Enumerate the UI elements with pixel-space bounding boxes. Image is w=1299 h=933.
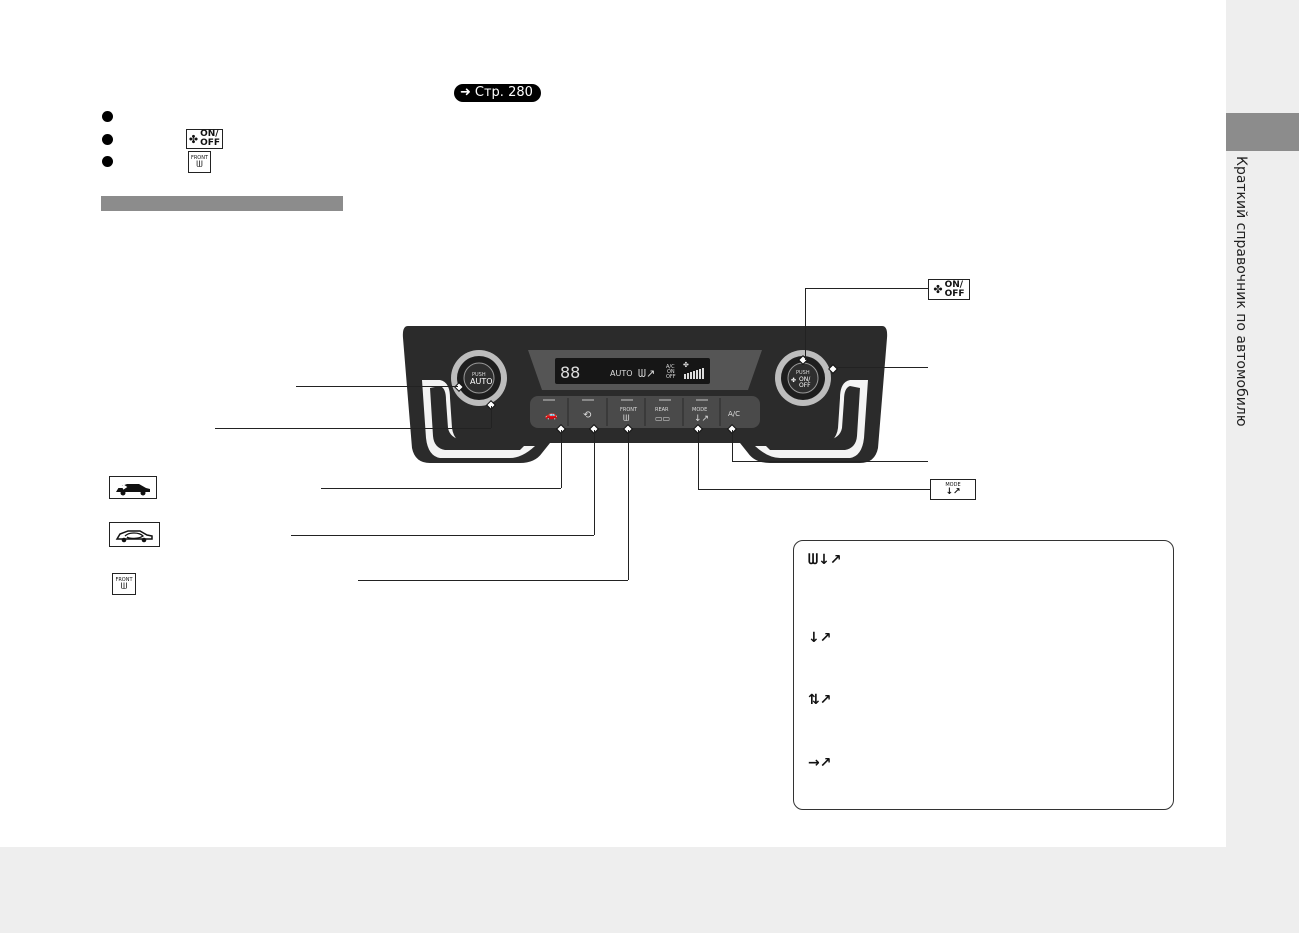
recirculation-icon	[109, 522, 160, 547]
display-ac: A/C	[666, 364, 675, 370]
mode-button-label: MODE	[692, 407, 707, 413]
display-auto: AUTO	[610, 369, 633, 378]
right-knob-off: OFF	[799, 382, 811, 389]
defrost-floor-mode-icon: ᗯ↓↗	[808, 552, 842, 568]
callout-line	[805, 288, 928, 289]
rear-button-label: REAR	[655, 407, 669, 413]
fan-on-off-icon: ✤ ON/OFF	[928, 279, 970, 300]
display-ac-off: OFF	[666, 374, 676, 380]
callout-line	[594, 430, 595, 535]
svg-text:↓↗: ↓↗	[694, 414, 709, 424]
climate-control-panel: 88 AUTO ᗯ↗ A/C ON OFF ✤ 🚗 ⟲ FRONT ᗯ REAR…	[402, 326, 888, 463]
page-reference-link[interactable]: ➜ Стр. 280	[454, 84, 541, 102]
callout-line	[296, 386, 458, 387]
airflow-modes-box	[793, 540, 1174, 810]
svg-text:✤: ✤	[683, 361, 689, 369]
callout-line	[732, 430, 733, 461]
display-digits: 88	[560, 363, 580, 382]
on-label: ON/	[944, 279, 964, 290]
ac-button-label: A/C	[728, 410, 740, 418]
fresh-air-icon	[109, 476, 157, 499]
front-label: FRONT	[190, 154, 209, 161]
right-knob-on: ON/	[799, 376, 811, 383]
svg-text:⟲: ⟲	[583, 410, 592, 421]
callout-line	[805, 288, 806, 360]
svg-text:✤: ✤	[791, 377, 796, 384]
arrow-right-icon: ➜	[460, 85, 471, 100]
callout-line	[215, 428, 491, 429]
callout-line	[358, 580, 628, 581]
left-knob-auto: AUTO	[470, 377, 493, 386]
callout-line	[732, 461, 928, 462]
page-reference-label: Стр. 280	[474, 85, 533, 100]
off-label: OFF	[944, 288, 965, 299]
panel-mode-icon: →↗	[808, 755, 832, 771]
side-tab-title: Краткий справочник по автомобилю	[1233, 156, 1249, 427]
callout-line	[628, 430, 629, 580]
front-label: FRONT	[115, 576, 133, 583]
on-label: ON/	[200, 129, 219, 139]
callout-line	[561, 430, 562, 488]
svg-text:▭▭: ▭▭	[655, 414, 670, 423]
bilevel-mode-icon: ⇅↗	[808, 692, 832, 708]
callout-line	[491, 406, 492, 428]
callout-line	[321, 488, 561, 489]
svg-text:ᗯ: ᗯ	[623, 414, 630, 424]
footer-band	[0, 847, 1299, 933]
mode-label: MODE	[945, 482, 961, 488]
callout-line	[836, 367, 928, 368]
display-ac-on: ON	[667, 369, 675, 375]
fan-on-off-icon: ✤ ON/OFF	[186, 129, 223, 149]
front-defrost-icon: FRONT ᗯ	[188, 151, 211, 173]
svg-text:🚗: 🚗	[545, 410, 557, 421]
floor-mode-icon: ↓↗	[808, 630, 832, 646]
callout-line	[698, 489, 930, 490]
left-knob-push: PUSH	[472, 372, 486, 378]
callout-line	[291, 535, 594, 536]
side-tab-marker	[1226, 113, 1299, 151]
svg-text:ᗯ↗: ᗯ↗	[638, 367, 655, 380]
bullet-dot-icon	[102, 111, 113, 122]
bullet-dot-icon	[102, 134, 113, 145]
right-knob-push: PUSH	[796, 370, 810, 376]
section-heading-bar	[101, 196, 343, 211]
front-button-label: FRONT	[620, 407, 638, 413]
front-defrost-icon: FRONT ᗯ	[112, 573, 136, 595]
bullet-dot-icon	[102, 156, 113, 167]
off-label: OFF	[200, 138, 221, 148]
callout-line	[698, 430, 699, 489]
mode-icon: MODE ↓↗	[930, 479, 976, 500]
